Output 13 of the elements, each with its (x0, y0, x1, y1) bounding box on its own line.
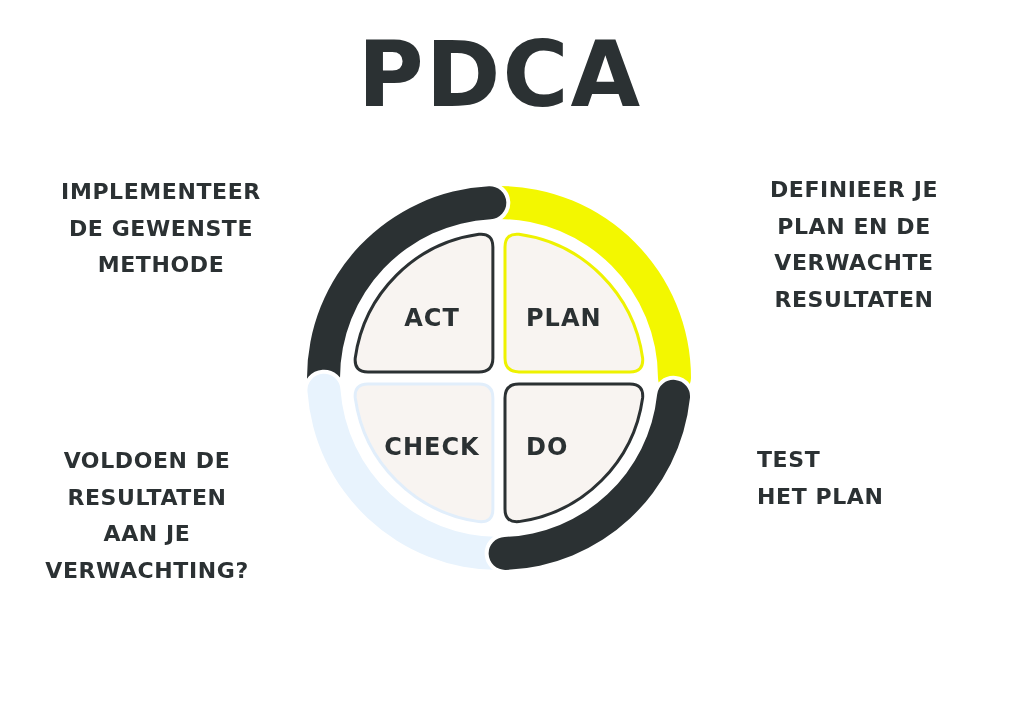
quadrant-tile (503, 382, 646, 525)
description-text: DEFINIEER JE PLAN EN DE VERWACHTE RESULTATEN (769, 176, 939, 314)
phase-label: DO (526, 433, 569, 461)
quadrant-tile (352, 231, 495, 374)
description-text: VOLDOEN DE RESULTATEN AAN JE VERWACHTING? (45, 447, 249, 585)
description-text: IMPLEMENTEER DE GEWENSTE METHODE (61, 178, 261, 279)
phase-label: PLAN (526, 304, 602, 332)
quadrant-tile (503, 231, 646, 374)
title: PDCA (357, 30, 643, 120)
phase-label: ACT (404, 304, 460, 332)
description-text: TEST HET PLAN (757, 446, 884, 511)
quadrant-tile (352, 382, 495, 525)
phase-label: CHECK (384, 433, 480, 461)
